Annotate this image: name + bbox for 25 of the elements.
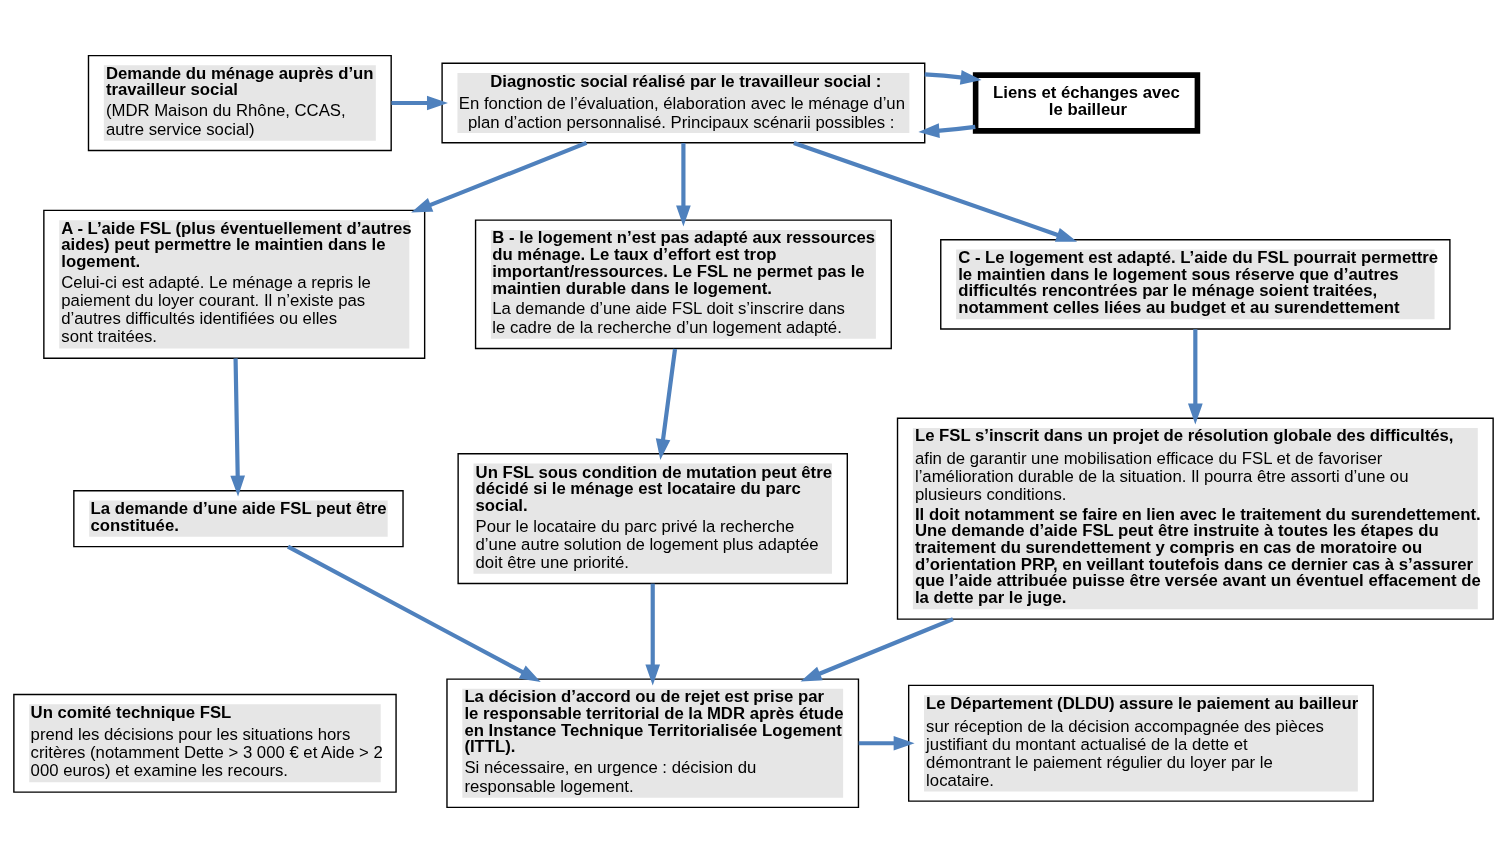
arrow [800,617,954,682]
arrow [645,583,661,686]
arrow [918,123,976,138]
node-box: B - le logement n’est pas adapté aux ressources du ménage. Le taux d’effort est trop important/ressources. Le FSL ne permet pas le maintien durable dans le logement. La demande d’une aide FSL doit s’inscrire dans le cadre de la recherche d’un logement adapté. [474,219,892,350]
arrow [391,95,448,111]
node-box: La demande d’une aide FSL peut être constituée. [73,490,404,548]
arrow [924,70,982,85]
arrow [793,140,1078,242]
arrow [230,358,246,497]
arrow [858,735,915,751]
arrow [1188,329,1203,425]
node-box: Un FSL sous condition de mutation peut être décidé si le ménage est locataire du parc social. Pour le locataire du parc privé la recherche d’une autre solution de logement plus adaptée doit être une priorité. [457,453,848,585]
node-box: Le FSL s’inscrit dans un projet de résolution globale des difficultés, afin de garantir une mobilisation efficace du FSL et de favoriser l’amélioration durable de la situation. Il pourra être assorti d’une ou plusieurs conditions. Il doit notamment se faire en lien avec le traitement du surendettement. Une demande d’aide FSL peut être instruite à toutes les étapes du traitement du surendettement y compris en cas de moratoire ou d’orientation PRP, en veillant toutefois dans ce dernier cas à s’assurer que l’aide attribuée puisse être versée avant un éventuel effacement de la dette par le juge. [896,417,1494,620]
node-box: C - Le logement est adapté. L’aide du FSL pourrait permettre le maintien dans le logement sous réserve que d’autres difficultés rencontrées par le ménage soient traitées, notamment celles liées au budget et au surendettement [940,239,1451,330]
node-box: Un comité technique FSL prend les décisions pour les situations hors critères (notamment Dette > 3 000 € et Aide > 2 000 euros) et examine les recours. [13,693,397,793]
node-box: Demande du ménage auprès d’un travailleur social (MDR Maison du Rhône, CCAS, autre service social) [87,54,392,152]
node-box: A - L’aide FSL (plus éventuellement d’autres aides) peut permettre le maintien dans le logement. Celui-ci est adapté. Le ménage a repris le paiement du loyer courant. Il n’existe pas d’autres difficultés identifiées ou elles sont traitées. [43,209,426,359]
node-box: Le Département (DLDU) assure le paiement au bailleur sur réception de la décision accompagnée des pièces justifiant du montant actualisé de la dette et démontrant le paiement régulier du loyer par le locataire. [908,684,1374,802]
arrow [655,348,678,460]
arrow [287,544,541,682]
node-box: Diagnostic social réalisé par le travailleur social : En fonction de l’évaluation, élaboration avec le ménage d’un plan d’action personnalisé. Principaux scénarii possibles : [441,62,926,144]
arrow [411,141,588,213]
node-box: Liens et échanges avec le bailleur [972,72,1201,134]
arrow [676,143,691,227]
node-box: La décision d’accord ou de rejet est prise par le responsable territorial de la MDR après étude en Instance Technique Territorialisée Logement (ITTL). Si nécessaire, en urgence : décision du responsable logement. [446,678,860,809]
